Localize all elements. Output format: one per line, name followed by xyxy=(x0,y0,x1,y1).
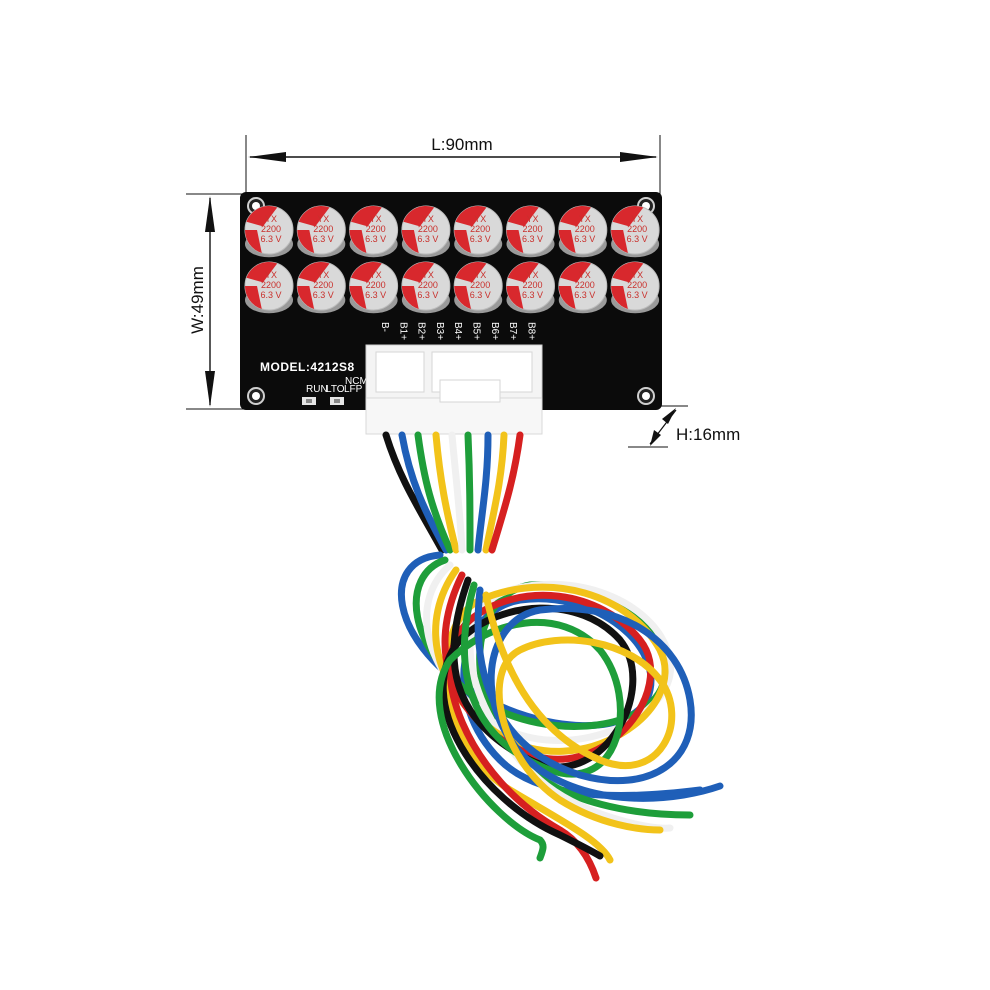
capacitor-marking: 2200 xyxy=(313,280,333,290)
length-label: L:90mm xyxy=(431,135,492,154)
connector xyxy=(365,344,543,435)
capacitor-marking: YX xyxy=(579,214,591,224)
capacitor-marking: 6.3 V xyxy=(313,290,334,300)
capacitor-marking: YX xyxy=(265,214,277,224)
run-led-core xyxy=(306,399,312,403)
capacitor-marking: 6.3 V xyxy=(470,290,491,300)
capacitor-marking: YX xyxy=(422,270,434,280)
capacitor-marking: 2200 xyxy=(575,224,595,234)
capacitor-marking: 6.3 V xyxy=(365,290,386,300)
capacitor-marking: 2200 xyxy=(366,280,386,290)
pin-label: B6+ xyxy=(489,322,500,340)
capacitor-marking: 6.3 V xyxy=(627,290,648,300)
height-dimension: H:16mm xyxy=(628,405,740,448)
capacitor-marking: 2200 xyxy=(418,224,438,234)
mounting-hole xyxy=(247,387,265,405)
capacitor-marking: 2200 xyxy=(627,280,647,290)
ncm-label: NCM xyxy=(345,376,368,387)
pin-label: B3+ xyxy=(434,322,445,340)
mode-led-core xyxy=(334,399,340,403)
mounting-hole xyxy=(637,387,655,405)
capacitor-marking: YX xyxy=(579,270,591,280)
capacitor-marking: 6.3 V xyxy=(365,234,386,244)
capacitor-marking: 2200 xyxy=(575,280,595,290)
capacitor-marking: 6.3 V xyxy=(313,234,334,244)
pin-label: B- xyxy=(379,322,390,332)
capacitor-marking: YX xyxy=(526,214,538,224)
width-label: W:49mm xyxy=(188,266,207,334)
capacitor-marking: YX xyxy=(265,270,277,280)
capacitor-marking: 2200 xyxy=(627,224,647,234)
indicator-label-lfp: LFP xyxy=(344,384,363,395)
indicator-label-lto: LTO xyxy=(326,384,345,395)
pin-label: B8+ xyxy=(525,322,536,340)
capacitor-marking: 2200 xyxy=(418,280,438,290)
capacitor-marking: 2200 xyxy=(522,280,542,290)
pin-label: B5+ xyxy=(471,322,482,340)
capacitor-marking: 6.3 V xyxy=(522,234,543,244)
capacitor-marking: YX xyxy=(370,270,382,280)
capacitor-marking: YX xyxy=(631,270,643,280)
capacitor-marking: YX xyxy=(317,214,329,224)
width-dimension: W:49mm xyxy=(186,193,250,410)
capacitor-marking: 2200 xyxy=(522,224,542,234)
indicator-label-run: RUN xyxy=(306,384,328,395)
capacitor-marking: 2200 xyxy=(261,280,281,290)
capacitor-marking: YX xyxy=(631,214,643,224)
capacitor-marking: YX xyxy=(526,270,538,280)
capacitor-marking: 2200 xyxy=(470,224,490,234)
pin-label: B1+ xyxy=(397,322,408,340)
height-label: H:16mm xyxy=(676,425,740,444)
wire-harness xyxy=(382,431,724,882)
capacitor-marking: YX xyxy=(370,214,382,224)
length-dimension: L:90mm xyxy=(245,135,661,200)
capacitor-marking: 6.3 V xyxy=(627,234,648,244)
capacitor-marking: 6.3 V xyxy=(470,234,491,244)
capacitor-marking: 6.3 V xyxy=(522,290,543,300)
capacitor-marking: 6.3 V xyxy=(417,234,438,244)
capacitor-marking: 6.3 V xyxy=(417,290,438,300)
pin-label: B4+ xyxy=(452,322,463,340)
capacitor-marking: YX xyxy=(474,214,486,224)
capacitor-marking: 2200 xyxy=(470,280,490,290)
capacitor-marking: 2200 xyxy=(313,224,333,234)
capacitor-marking: 6.3 V xyxy=(574,290,595,300)
pin-label: B7+ xyxy=(507,322,518,340)
capacitor-marking: 2200 xyxy=(366,224,386,234)
capacitor-marking: 6.3 V xyxy=(260,234,281,244)
capacitor-marking: 6.3 V xyxy=(574,234,595,244)
pin-label-row: B- B1+ B2+ B3+ B4+ B5+ B6+ B7+ B8+ xyxy=(379,322,536,340)
pin-label: B2+ xyxy=(416,322,427,340)
capacitor-marking: YX xyxy=(474,270,486,280)
capacitor-marking: YX xyxy=(422,214,434,224)
capacitor-marking: 6.3 V xyxy=(260,290,281,300)
model-label: MODEL:4212S8 xyxy=(260,360,355,374)
capacitor-marking: YX xyxy=(317,270,329,280)
capacitor-marking: 2200 xyxy=(261,224,281,234)
